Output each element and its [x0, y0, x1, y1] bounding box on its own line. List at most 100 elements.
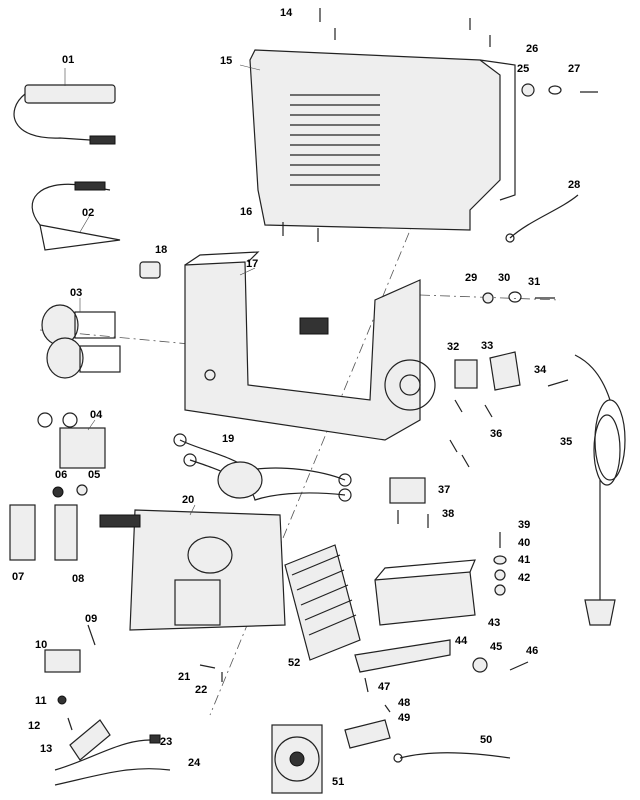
label-03: 03: [70, 287, 82, 299]
label-32: 32: [447, 341, 459, 353]
label-17: 17: [246, 258, 258, 270]
label-25: 25: [517, 63, 529, 75]
part-21-screw: [199, 664, 216, 669]
label-01: 01: [62, 54, 74, 66]
label-24: 24: [188, 757, 201, 769]
part-08-insulator: [54, 504, 78, 561]
label-46: 46: [526, 645, 538, 657]
label-20: 20: [182, 494, 194, 506]
part-09-screw: [87, 624, 96, 646]
part-34-screw: [547, 379, 569, 387]
label-14: 14: [280, 7, 293, 19]
part-20-main-pcb: [99, 504, 286, 631]
label-02: 02: [82, 207, 94, 219]
part-07-cover-plate: [9, 504, 36, 561]
label-36: 36: [490, 428, 502, 440]
part-01-earth-clamp: [13, 68, 116, 145]
part-28-earth-wire: [509, 194, 579, 239]
label-27: 27: [568, 63, 580, 75]
part-44-bracket: [354, 639, 451, 673]
label-45: 45: [490, 641, 502, 653]
assembly-axis: [419, 294, 561, 301]
part-04-lug-bracket: [37, 412, 106, 469]
label-47: 47: [378, 681, 390, 693]
part-52-heatsink: [284, 544, 361, 661]
part-10-bracket: [44, 649, 81, 673]
part-06-nut: [52, 486, 64, 498]
label-10: 10: [35, 639, 47, 651]
part-26-grommet: [548, 85, 562, 95]
label-11: 11: [35, 695, 47, 707]
label-29: 29: [465, 272, 477, 284]
label-13: 13: [40, 743, 52, 755]
label-05: 05: [88, 469, 100, 481]
part-51-fan: [271, 724, 323, 794]
label-39: 39: [518, 519, 530, 531]
part-36-screws: [449, 399, 493, 468]
part-40-washer: [493, 555, 507, 565]
part-35-mains-cable: [574, 354, 626, 626]
part-11-nut: [57, 695, 67, 705]
label-52: 52: [288, 657, 300, 669]
part-45-nut: [472, 657, 488, 673]
part-50-wire: [399, 752, 511, 759]
part-43-module: [374, 559, 476, 626]
label-04: 04: [90, 409, 103, 421]
label-07: 07: [12, 571, 24, 583]
part-15-top-cover: [239, 49, 516, 231]
label-06: 06: [55, 469, 67, 481]
part-03-sockets: [41, 298, 121, 379]
label-30: 30: [498, 272, 510, 284]
label-22: 22: [195, 684, 207, 696]
part-46-screw: [509, 661, 529, 671]
part-switch: [299, 317, 329, 335]
label-40: 40: [518, 537, 530, 549]
part-17-chassis-frame: [184, 251, 436, 441]
label-37: 37: [438, 484, 450, 496]
part-42-washer: [494, 584, 506, 596]
label-12: 12: [28, 720, 40, 732]
part-19-cable-bundle: [173, 433, 352, 502]
label-19: 19: [222, 433, 234, 445]
part-48-pin: [384, 704, 391, 713]
part-49-clip: [344, 719, 391, 749]
part-02-electrode-holder: [31, 181, 121, 251]
part-05-washer: [76, 484, 88, 496]
part-12-screw: [67, 717, 73, 731]
part-14-screws: [319, 8, 491, 47]
label-41: 41: [518, 554, 530, 566]
part-32-strain-relief: [454, 359, 478, 389]
label-28: 28: [568, 179, 580, 191]
label-26: 26: [526, 43, 538, 55]
label-48: 48: [398, 697, 410, 709]
part-29-washer: [482, 292, 494, 304]
label-42: 42: [518, 572, 530, 584]
part-23-connector: [149, 734, 161, 744]
label-34: 34: [534, 364, 547, 376]
label-50: 50: [480, 734, 492, 746]
part-33-cable-clamp: [489, 351, 521, 391]
part-30-grommet: [508, 291, 522, 303]
part-labels: 01 02 03 04 05 06 07 08 09 10 11 12 13 1…: [12, 7, 580, 788]
part-25-washer: [521, 83, 535, 97]
label-15: 15: [220, 55, 232, 67]
part-16-screws: [282, 222, 319, 242]
label-31: 31: [528, 276, 540, 288]
label-18: 18: [155, 244, 167, 256]
label-16: 16: [240, 206, 252, 218]
label-33: 33: [481, 340, 493, 352]
label-43: 43: [488, 617, 500, 629]
label-44: 44: [455, 635, 468, 647]
part-41-washer: [494, 569, 506, 581]
label-38: 38: [442, 508, 454, 520]
part-24-cable-set: [54, 739, 171, 786]
label-21: 21: [178, 671, 190, 683]
label-23: 23: [160, 736, 172, 748]
part-18-knob: [139, 261, 161, 279]
label-35: 35: [560, 436, 572, 448]
part-37-holder: [389, 477, 426, 504]
label-49: 49: [398, 712, 410, 724]
part-47-screw: [364, 677, 369, 693]
